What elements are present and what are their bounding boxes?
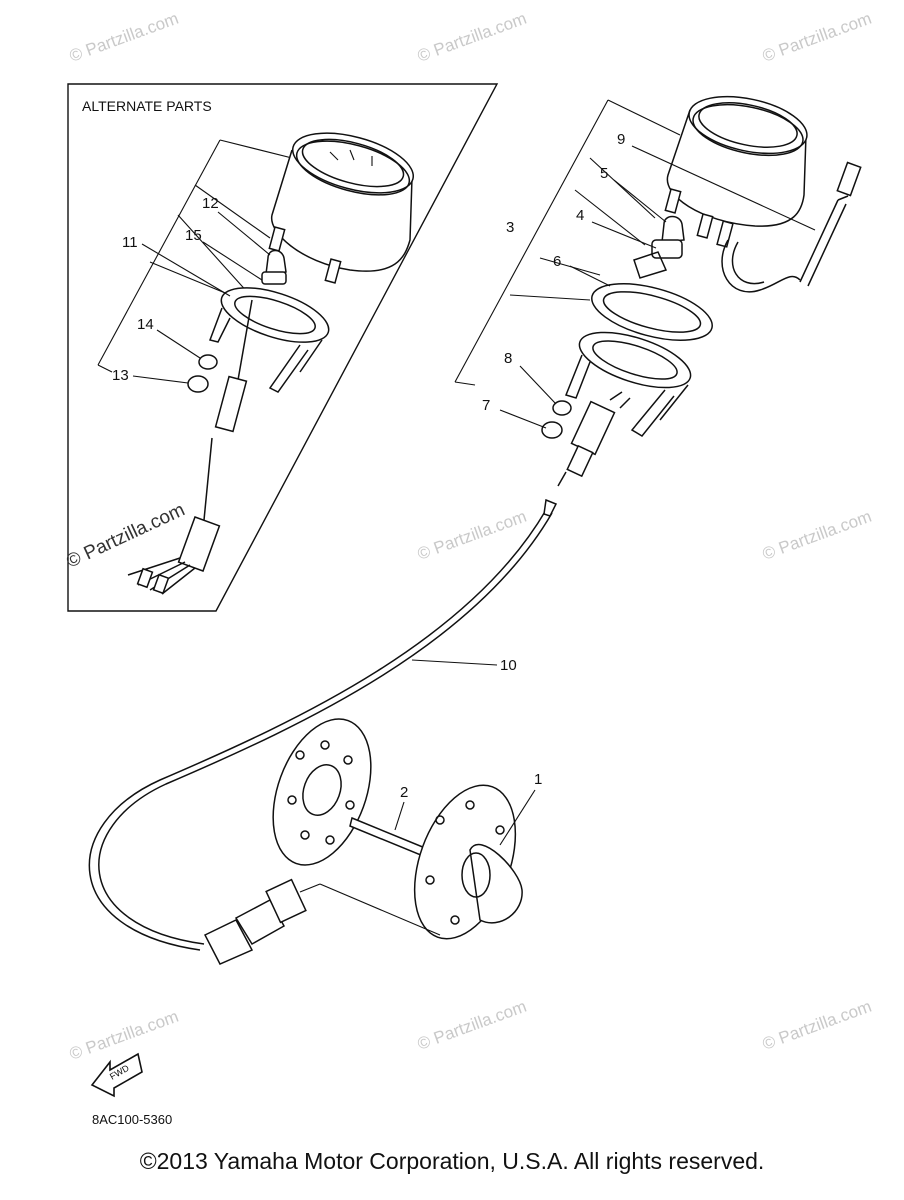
- main-assembly: 9 5 4 3 6 8 7: [454, 95, 862, 487]
- watermark: © Partzilla.com: [415, 9, 529, 66]
- watermark: © Partzilla.com: [67, 1007, 181, 1064]
- alt-nuts: [187, 354, 218, 393]
- alternate-parts-panel: ALTERNATE PARTS: [63, 83, 499, 612]
- watermark: © Partzilla.com: [760, 507, 874, 564]
- callout-1: 1: [534, 771, 542, 788]
- callout-8: 8: [504, 350, 512, 367]
- callout-4: 4: [576, 207, 584, 224]
- gear-unit: 2 1: [272, 718, 542, 940]
- lamp-cable: [721, 161, 862, 293]
- callout-11: 11: [122, 234, 138, 251]
- alt-wire-harness: [127, 299, 253, 595]
- diagram-code: 8AC100-5360: [92, 1112, 172, 1127]
- callout-12: 12: [202, 195, 219, 212]
- fwd-arrow-icon: FWD: [90, 1052, 143, 1098]
- callout-15: 15: [185, 227, 202, 244]
- cable-socket: [557, 391, 631, 487]
- callout-2: 2: [400, 784, 408, 801]
- speedometer-cable: 10: [88, 498, 558, 965]
- callout-14: 14: [137, 316, 154, 333]
- alt-bulb: [261, 249, 287, 285]
- callout-7: 7: [482, 397, 490, 414]
- bracket-ring: [564, 283, 713, 437]
- alt-bracket: [209, 287, 330, 393]
- callout-10: 10: [500, 657, 517, 674]
- bulb: [633, 215, 685, 279]
- callout-9: 9: [617, 131, 625, 148]
- callout-5: 5: [600, 165, 608, 182]
- speedometer-head: [664, 95, 808, 248]
- watermark: © Partzilla.com: [415, 507, 529, 564]
- copyright-notice: ©2013 Yamaha Motor Corporation, U.S.A. A…: [139, 1148, 765, 1174]
- watermark: © Partzilla.com: [760, 997, 874, 1054]
- watermark: © Partzilla.com: [415, 997, 529, 1054]
- callout-13: 13: [112, 367, 129, 384]
- callout-3: 3: [506, 219, 514, 236]
- alt-speedometer-head: [268, 132, 415, 284]
- callout-6: 6: [553, 253, 561, 270]
- nuts: [541, 400, 572, 439]
- alternate-parts-title: ALTERNATE PARTS: [82, 98, 212, 114]
- watermark: © Partzilla.com: [67, 9, 181, 66]
- watermark: © Partzilla.com: [760, 9, 874, 66]
